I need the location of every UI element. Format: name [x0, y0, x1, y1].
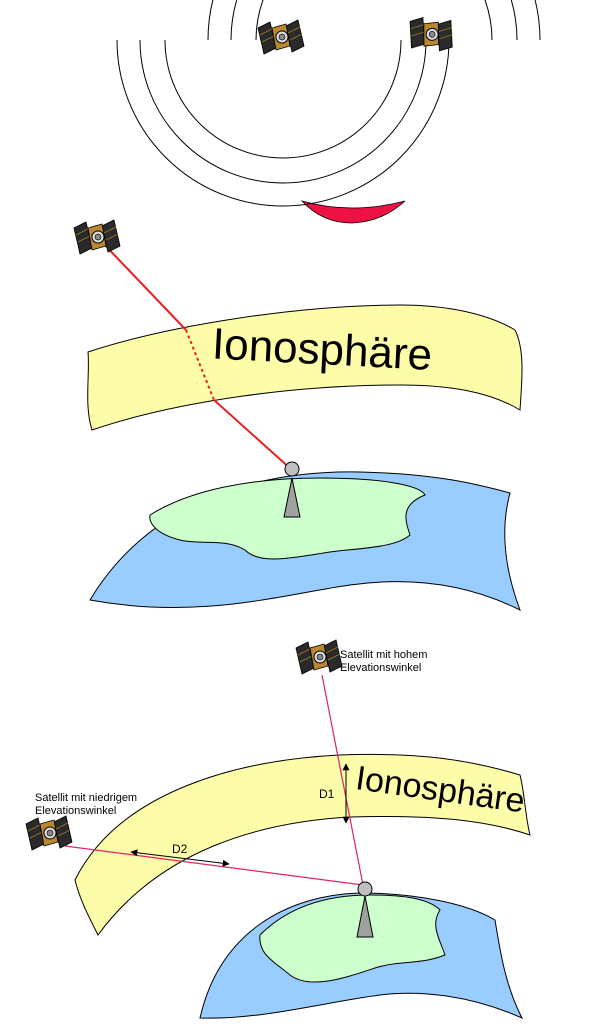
receiver-dish [358, 882, 372, 896]
signal-ray [100, 240, 186, 330]
sat-high-label-line1: Satellit mit hohem [340, 649, 427, 661]
receiver-dish [285, 462, 299, 476]
satellite-icon [296, 640, 342, 674]
sat-high-label-line2: Elevationswinkel [340, 662, 421, 674]
panel-sphere-intersection [117, 0, 540, 223]
satellite-icon [258, 20, 304, 54]
dimension-label-d1: D1 [319, 787, 335, 801]
intersection-region [302, 201, 405, 223]
panel-elevation-comparison: Ionosphäre D1 D2 Satellit mit hohem Elev… [26, 640, 530, 1018]
signal-ray [214, 400, 292, 470]
range-circles-left [117, 40, 449, 206]
dimension-label-d2: D2 [172, 842, 188, 856]
sat-low-label-line2: Elevationswinkel [35, 805, 116, 817]
panel-ionosphere-ray: Ionosphäre [74, 220, 522, 610]
range-circles-right [208, 0, 540, 40]
sat-low-label-line1: Satellit mit niedrigem [35, 792, 137, 804]
satellite-icon [74, 220, 120, 254]
satellite-icon [26, 816, 72, 850]
